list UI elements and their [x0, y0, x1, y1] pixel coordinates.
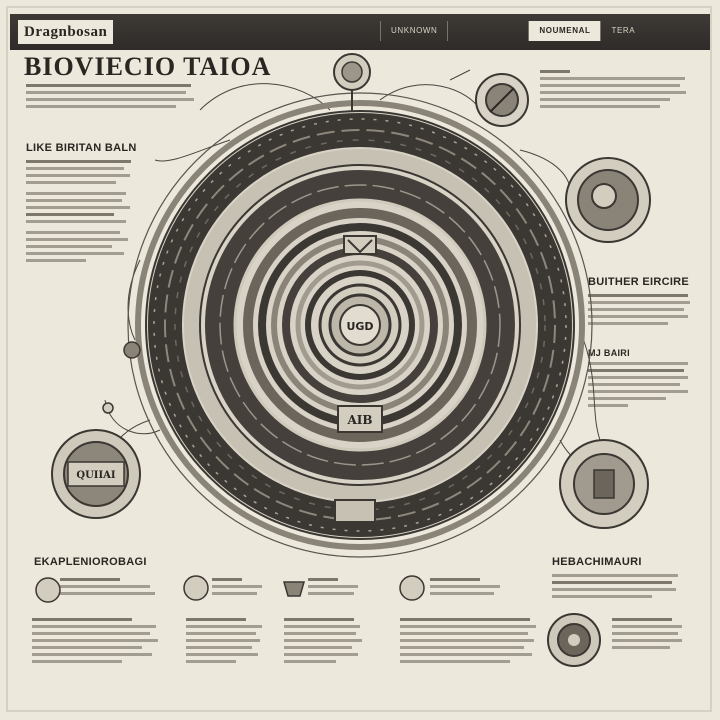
bottom-col-4-text [400, 618, 540, 667]
page-frame [6, 6, 712, 712]
bottom-col-3-text [284, 618, 364, 667]
right-section-heading: BUITHER EIRCIRE [588, 276, 690, 288]
bottom-right-col-text [612, 618, 684, 653]
right-subheading: MJ BAIRI [588, 348, 630, 358]
tab-unknown[interactable]: UNKNOWN [380, 21, 447, 41]
bottom-item-3-text [308, 578, 368, 599]
intro-text [26, 84, 196, 112]
right-section-text [588, 294, 693, 329]
bottom-col-2-text [186, 618, 266, 667]
brand-label: Dragnbosan [18, 20, 114, 44]
tab-bar: UNKNOWN NOUMENAL TERA [380, 21, 645, 41]
lower-plate-label: AIB [346, 413, 372, 427]
tab-tera[interactable]: TERA [600, 21, 645, 41]
left-section-heading: LIKE BIRITAN BALN [26, 142, 137, 154]
bottom-right-heading: HEBACHIMAURI [552, 556, 642, 568]
bottom-item-4-text [430, 578, 510, 599]
top-right-text [540, 70, 690, 112]
left-section-text [26, 160, 136, 266]
bottom-item-1-text [60, 578, 160, 599]
bottom-col-1-text [32, 618, 162, 667]
center-hub-label: UGD [346, 320, 373, 333]
right-subsection-text [588, 362, 693, 411]
tab-noumenal[interactable]: NOUMENAL [528, 21, 601, 41]
tab-blank[interactable] [447, 21, 528, 41]
bottom-right-text [552, 574, 682, 602]
bottom-item-2-text [212, 578, 272, 599]
bottom-left-heading: EKAPLENIOROBAGI [34, 556, 147, 568]
left-medallion-label: QUIIAI [76, 470, 116, 481]
page-title: BIOVIECIO TAIOA [24, 52, 272, 81]
